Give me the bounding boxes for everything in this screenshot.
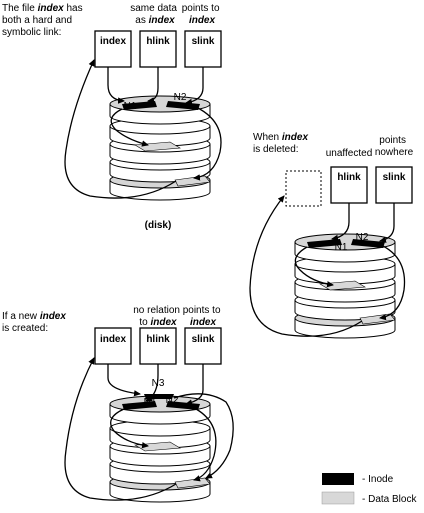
caption-new-index: If a new index is created: — [2, 311, 69, 334]
inode-label-n2-deleted: N2 — [356, 232, 369, 243]
scenario-deleted: When index is deleted: unaffected points… — [249, 132, 414, 339]
scenario-top: The file index has both a hard and symbo… — [2, 3, 222, 231]
legend-label-inode: - Inode — [362, 474, 394, 485]
disk-label: (disk) — [145, 220, 172, 231]
note-unaffected: unaffected — [326, 148, 373, 159]
file-box-slink: slink — [184, 30, 222, 68]
caption-deleted: When index is deleted: — [253, 132, 311, 155]
scenario-new-index: If a new index is created: no relation t… — [2, 305, 234, 503]
file-label-new-index: index — [100, 334, 127, 345]
note-no-relation: no relation to index — [133, 305, 182, 328]
file-box-new-index: index — [94, 327, 132, 365]
inode-label-n3: N3 — [152, 378, 165, 389]
inode-marker-n2-deleted — [351, 239, 385, 248]
caption-top: The file index has both a hard and symbo… — [2, 3, 85, 38]
file-label-slink: slink — [192, 36, 215, 47]
legend-swatch-data-block — [321, 491, 355, 505]
inode-marker-n1-new — [122, 401, 157, 410]
legend-swatch-inode — [322, 473, 354, 485]
file-box-hlink: hlink — [139, 30, 177, 68]
file-label-index: index — [100, 36, 127, 47]
file-label-hlink-new: hlink — [146, 334, 170, 345]
file-box-slink-new: slink — [184, 327, 222, 365]
file-box-slink-deleted: slink — [375, 166, 413, 204]
file-label-hlink-deleted: hlink — [337, 172, 361, 183]
inode-label-n2: N2 — [174, 92, 187, 103]
legend-label-data-block: - Data Block — [362, 494, 417, 505]
note-same-data: same data as index — [130, 3, 179, 26]
file-label-slink-deleted: slink — [383, 172, 406, 183]
inode-label-n1-new: N1 — [144, 397, 157, 408]
inode-label-n1-deleted: N1 — [335, 242, 348, 253]
note-points-to-new: points to index — [183, 305, 224, 328]
deleted-index-placeholder — [285, 170, 322, 207]
file-label-hlink: hlink — [146, 36, 170, 47]
inode-label-n1: N1 — [124, 101, 137, 112]
note-points-nowhere: points nowhere — [375, 135, 414, 158]
note-points-to: points to index — [182, 3, 223, 26]
disk-new-index — [109, 394, 211, 503]
file-box-hlink-new: hlink — [139, 327, 177, 365]
legend: - Inode - Data Block — [321, 473, 417, 505]
inode-marker-n1-deleted — [307, 239, 342, 248]
file-label-slink-new: slink — [192, 334, 215, 345]
file-box-hlink-deleted: hlink — [330, 166, 368, 204]
file-box-index: index — [94, 30, 132, 68]
inode-label-n2-new: N2 — [166, 395, 179, 406]
